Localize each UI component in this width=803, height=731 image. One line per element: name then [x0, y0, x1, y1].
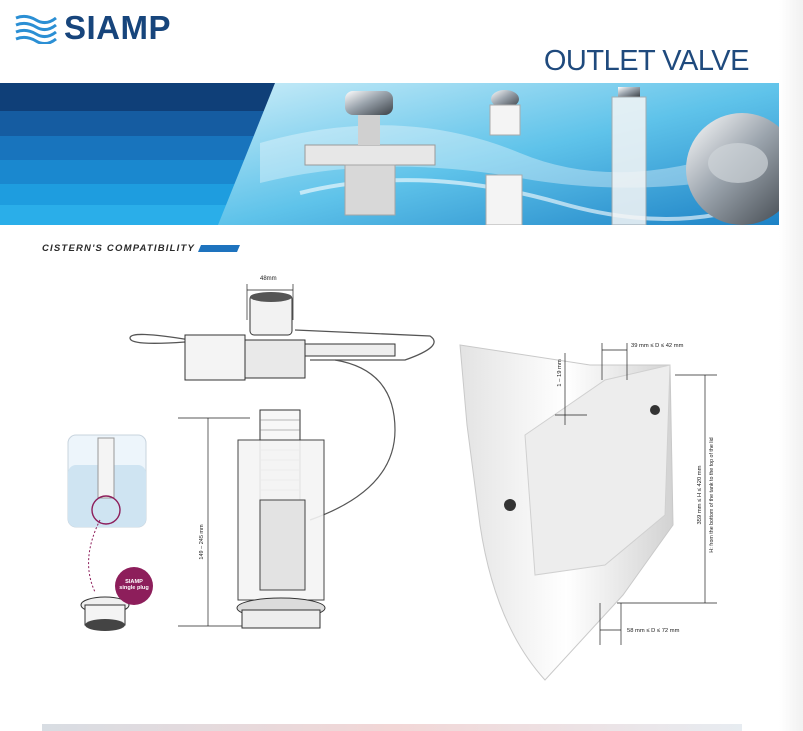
cistern-inset	[67, 434, 147, 528]
product-banner	[0, 83, 803, 225]
banner-stripes	[0, 83, 290, 225]
valve-diagram: 48mm 149 – 245 mm	[67, 276, 435, 631]
side-hole	[504, 499, 516, 511]
brand-name: SIAMP	[64, 9, 172, 46]
section-accent-bar	[198, 245, 240, 252]
page-edge-shadow	[779, 0, 803, 731]
brand-logo: SIAMP	[14, 9, 172, 46]
push-button-product	[304, 91, 436, 216]
height-dimension	[178, 417, 250, 627]
height-range-label: 359 mm ≤ H ≤ 420 mm	[697, 465, 703, 524]
valve-product	[485, 90, 523, 225]
height-range-label: 149 – 245 mm	[199, 524, 205, 560]
top-diameter-label: 39 mm ≤ D ≤ 42 mm	[631, 343, 684, 349]
cable-loop	[129, 333, 191, 344]
single-plug-part	[80, 596, 130, 631]
tower-valve-product	[611, 87, 647, 225]
top-gap-label: 1 – 19 mm	[557, 359, 563, 387]
single-plug-badge-text: SIAMP single plug	[119, 579, 149, 591]
height-note: H: from the bottom of the tank to the to…	[709, 437, 715, 552]
next-page-strip	[42, 724, 742, 731]
pointer-arrow	[88, 519, 101, 593]
connecting-cable	[309, 359, 396, 521]
wave-logo-icon	[15, 14, 57, 44]
top-width-label: 48mm	[260, 276, 277, 282]
cistern-diagram: 1 – 19 mm 39 mm ≤ D ≤ 42 mm 359 mm ≤ H ≤…	[459, 343, 717, 681]
section-heading: CISTERN'S COMPATIBILITY	[42, 243, 196, 254]
cistern-inner	[524, 364, 671, 576]
mounting-hole	[650, 405, 660, 415]
single-plug-badge: SIAMP single plug	[115, 567, 153, 605]
control-housing	[184, 334, 246, 381]
top-width-dimension	[246, 284, 294, 320]
page-title: OUTLET VALVE	[543, 45, 750, 77]
dimension-lines	[555, 343, 717, 645]
bottom-diameter-label: 58 mm ≤ D ≤ 72 mm	[627, 628, 680, 634]
